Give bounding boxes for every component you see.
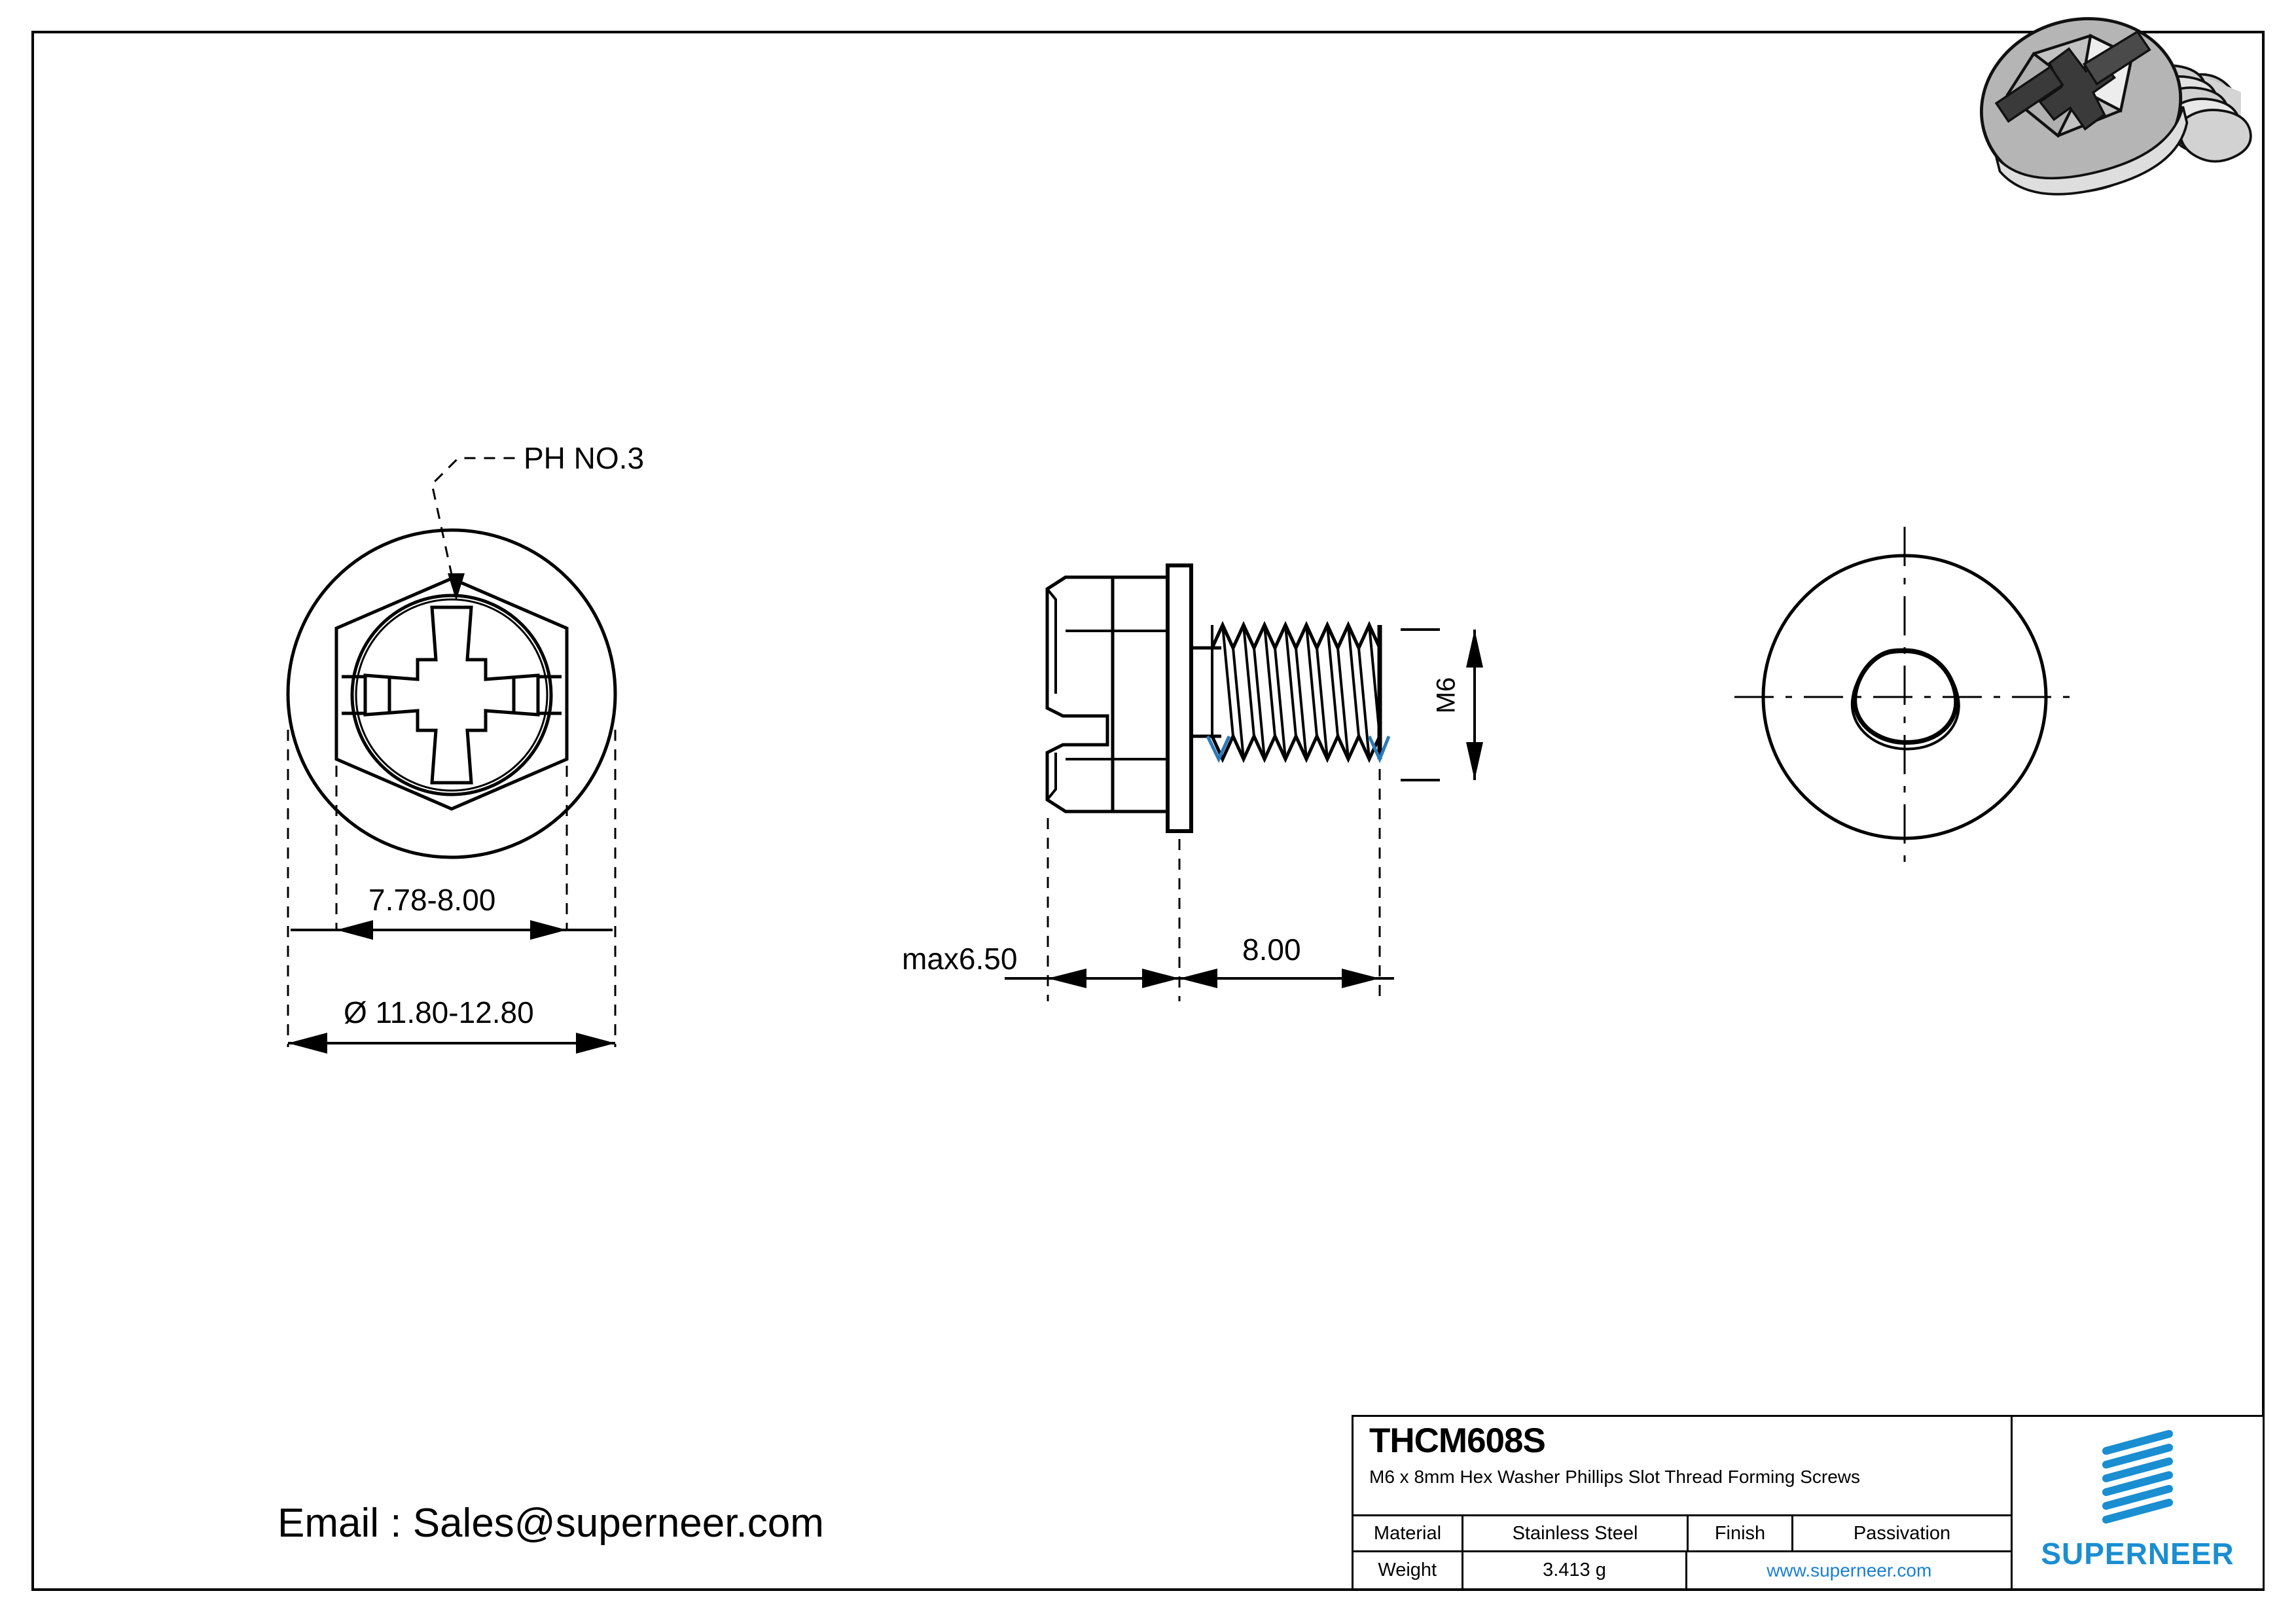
finish-label: Finish — [1689, 1516, 1793, 1551]
finish-value: Passivation — [1853, 1522, 1951, 1544]
dim-thread-size-label: M6 — [1431, 677, 1461, 714]
drawing-frame-border — [31, 31, 2265, 1591]
part-description: M6 x 8mm Hex Washer Phillips Slot Thread… — [1369, 1467, 1860, 1487]
material-label: Material — [1354, 1516, 1463, 1551]
weight-label: Weight — [1354, 1552, 1463, 1588]
part-number: THCM608S — [1369, 1421, 1546, 1460]
brand-wordmark: SUPERNEER — [2041, 1537, 2234, 1571]
weight-value: 3.413 g — [1463, 1552, 1688, 1588]
dim-across-flats-label: 7.78-8.00 — [368, 883, 496, 917]
title-block-row-weight: Weight 3.413 g www.superneer.com — [1354, 1552, 2011, 1588]
dim-flange-diameter-label: Ø 11.80-12.80 — [344, 995, 534, 1029]
title-block: THCM608S M6 x 8mm Hex Washer Phillips Sl… — [1352, 1415, 2265, 1590]
title-block-row-material: Material Stainless Steel Finish Passivat… — [1354, 1516, 2011, 1553]
superneer-logo-icon — [2102, 1430, 2173, 1524]
title-block-header: THCM608S M6 x 8mm Hex Washer Phillips Sl… — [1354, 1417, 2011, 1516]
email-contact-text: Email : Sales@superneer.com — [278, 1501, 824, 1546]
ph-callout-label: PH NO.3 — [524, 441, 645, 475]
dim-thread-length-label: 8.00 — [1242, 933, 1301, 967]
website-link[interactable]: www.superneer.com — [1767, 1560, 1932, 1580]
title-block-info: THCM608S M6 x 8mm Hex Washer Phillips Sl… — [1354, 1417, 2013, 1588]
dim-head-height-label: max6.50 — [902, 942, 1018, 976]
brand-logo: SUPERNEER — [2013, 1417, 2263, 1588]
material-value: Stainless Steel — [1463, 1516, 1689, 1551]
